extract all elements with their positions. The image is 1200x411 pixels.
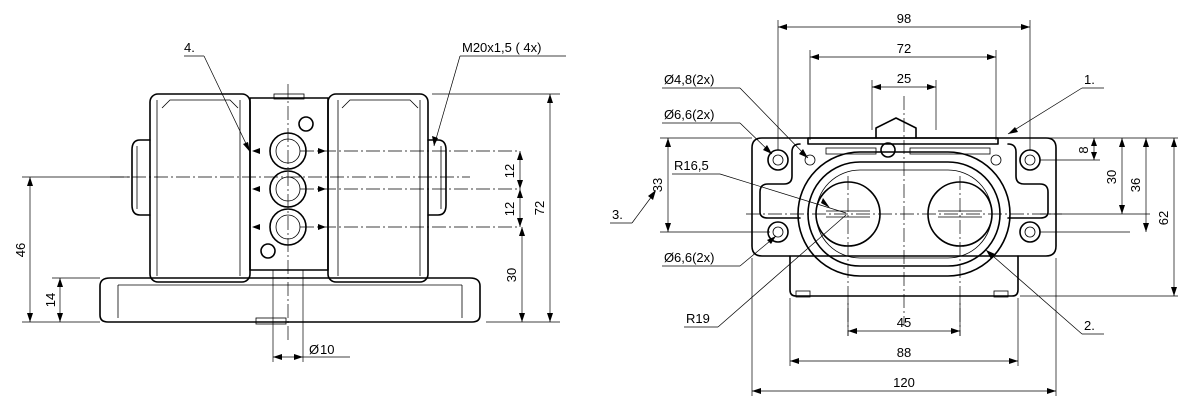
front-top-slot-right [909, 147, 991, 155]
front-note-r19: R19 [686, 311, 710, 326]
front-dim-98-label: 98 [897, 11, 911, 26]
front-top-slot-left [825, 147, 877, 155]
front-note-hole66-top-symbol: Ø [664, 107, 674, 122]
front-callout-1-leader [1007, 87, 1083, 135]
side-right-housing [327, 93, 429, 283]
front-note-r19-leader [717, 214, 847, 328]
front-note-r165-leader [719, 173, 847, 214]
front-note-hole66-bottom: 6,6(2x) [674, 250, 714, 265]
front-top-rail [807, 137, 999, 145]
side-left-housing [149, 93, 251, 283]
front-dim-72-label: 72 [897, 41, 911, 56]
side-thread-note-leader [433, 55, 461, 147]
side-dim-12-bottom-label: 12 [502, 202, 517, 216]
front-small-screw-right [990, 154, 1002, 166]
side-thread-note: M20x1,5 ( 4x) [462, 40, 541, 55]
side-dim-12-top-label: 12 [502, 164, 517, 178]
front-dim-8-label: 8 [1076, 146, 1091, 153]
side-left-housing-top-chamfer [161, 99, 239, 109]
side-dim-46-label: 46 [13, 243, 28, 257]
front-foot-right [993, 290, 1009, 298]
side-dim-dia10-symbol: Ø [309, 342, 319, 357]
side-center-plate [249, 97, 329, 271]
front-callout-2-leader [985, 249, 1083, 335]
front-dim-33-label: 33 [650, 178, 665, 192]
front-opening-right [927, 181, 993, 247]
side-callout-4-label: 4. [184, 40, 195, 55]
front-note-hole48: 4,8(2x) [674, 72, 714, 87]
front-dim-36-label: 36 [1128, 178, 1143, 192]
side-base-foot [255, 317, 287, 325]
front-dim-25-label: 25 [897, 71, 911, 86]
front-note-hole66-bottom-symbol: Ø [664, 250, 674, 265]
front-clamp-right [1007, 143, 1049, 219]
side-dim-dia10-label: 10 [320, 342, 334, 357]
side-screw-bottom [260, 243, 276, 259]
front-hole-top-right [1019, 149, 1041, 171]
side-base-plate [99, 277, 481, 323]
side-right-housing-top-chamfer [341, 99, 419, 109]
front-note-hole48-symbol: Ø [664, 72, 674, 87]
side-entry-arrows [252, 148, 326, 230]
side-left-gland [131, 139, 151, 216]
front-note-r165: R16,5 [674, 158, 709, 173]
front-flange [751, 137, 1057, 257]
front-note-hole48-leader [739, 87, 809, 159]
side-dim-14-label: 14 [43, 293, 58, 307]
front-small-screw-center [880, 142, 896, 158]
front-callout-2-label: 2. [1084, 318, 1095, 333]
front-callout-1-label: 1. [1084, 72, 1095, 87]
front-clamp-left [759, 143, 801, 219]
front-view: 98 72 25 8 30 36 62 [610, 11, 1178, 396]
front-foot-left [795, 290, 811, 298]
side-callout-4-leader [203, 55, 251, 153]
front-dim-120-label: 120 [893, 375, 915, 390]
front-dim-88-label: 88 [897, 345, 911, 360]
side-view: 12 12 72 30 46 14 Ø 10 [13, 40, 566, 362]
front-dim-62-label: 62 [1156, 211, 1171, 225]
front-dim-45-label: 45 [897, 315, 911, 330]
side-dim-72-label: 72 [532, 201, 547, 215]
side-center-top-lug [273, 93, 305, 100]
front-callout-3-label: 3. [612, 207, 623, 222]
side-right-gland [427, 139, 447, 216]
front-small-screw-left [804, 154, 816, 166]
front-hole-bottom-right [1019, 221, 1041, 243]
front-note-hole66-top: 6,6(2x) [674, 107, 714, 122]
front-callout-3-leader [631, 195, 653, 224]
side-screw-top [298, 116, 314, 132]
front-actuator-nub [875, 117, 917, 139]
front-dim-30-label: 30 [1104, 170, 1119, 184]
side-dim-30-label: 30 [504, 268, 519, 282]
